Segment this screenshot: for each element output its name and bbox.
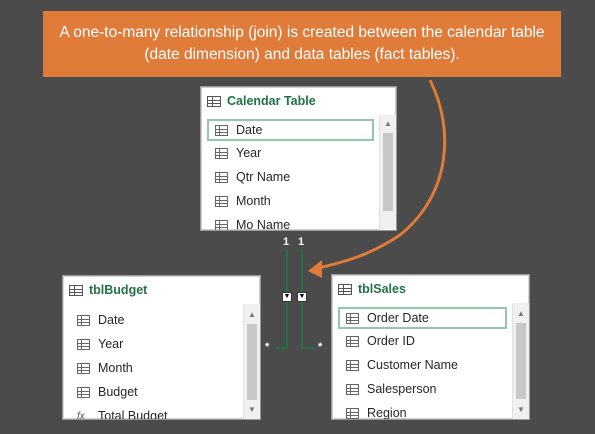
callout-arrow-head (308, 260, 322, 278)
field-date[interactable]: Date (207, 119, 374, 141)
field-order-date[interactable]: Order Date (338, 307, 507, 329)
field-label: Qtr Name (236, 170, 291, 184)
callout-note: A one-to-many relationship (join) is cre… (43, 11, 561, 77)
field-label: Month (98, 361, 133, 375)
column-icon (215, 171, 228, 183)
field-qtr-name[interactable]: Qtr Name (201, 165, 378, 189)
calendar-table-header[interactable]: Calendar Table (201, 87, 396, 115)
filter-direction-icon[interactable]: ▼ (297, 292, 307, 302)
column-icon (346, 383, 359, 395)
scroll-up-icon[interactable]: ▲ (248, 309, 256, 319)
calendar-table-card[interactable]: Calendar Table Date Year Qtr Name Month … (200, 86, 397, 231)
column-icon (215, 195, 228, 207)
relationship-line[interactable] (301, 347, 315, 349)
field-label: Mo Name (236, 218, 291, 230)
sales-table-fields: Order Date Order ID Customer Name Salesp… (332, 305, 511, 419)
scroll-down-icon[interactable]: ▼ (248, 404, 256, 414)
scroll-up-icon[interactable]: ▲ (517, 308, 525, 318)
field-order-id[interactable]: Order ID (332, 329, 511, 353)
field-label: Month (236, 194, 271, 208)
cardinality-one-label: 1 (283, 236, 290, 248)
table-icon (207, 95, 221, 107)
field-customer-name[interactable]: Customer Name (332, 353, 511, 377)
field-salesperson[interactable]: Salesperson (332, 377, 511, 401)
table-icon (69, 284, 83, 296)
calendar-table-fields: Date Year Qtr Name Month Mo Name (201, 117, 378, 230)
calendar-table-title: Calendar Table (227, 94, 316, 108)
budget-table-title: tblBudget (89, 283, 148, 297)
scroll-down-icon[interactable]: ▼ (517, 404, 525, 414)
sales-scrollbar[interactable]: ▲ ▼ (512, 303, 529, 419)
column-icon (77, 314, 90, 326)
field-label: Year (98, 337, 124, 351)
field-label: Order ID (367, 334, 415, 348)
scroll-thumb[interactable] (516, 323, 526, 399)
callout-text: A one-to-many relationship (join) is cre… (59, 24, 545, 63)
measure-icon: fx (77, 410, 85, 420)
column-icon (346, 335, 359, 347)
field-total-budget[interactable]: fx Total Budget (63, 404, 242, 419)
field-budget[interactable]: Budget (63, 380, 242, 404)
field-month[interactable]: Month (201, 189, 378, 213)
table-icon (338, 283, 352, 295)
relationship-line[interactable] (276, 347, 288, 349)
field-month[interactable]: Month (63, 356, 242, 380)
sales-table-title: tblSales (358, 282, 406, 296)
field-label: Date (98, 313, 125, 327)
field-date[interactable]: Date (63, 308, 242, 332)
field-label: Customer Name (367, 358, 458, 372)
cardinality-many-label: * (318, 341, 323, 353)
budget-table-fields: Date Year Month Budget fx Total Budget (63, 308, 242, 419)
field-label: Year (236, 146, 262, 160)
field-label: Budget (98, 385, 138, 399)
budget-table-card[interactable]: tblBudget Date Year Month Budget fx Tota… (62, 275, 261, 420)
field-label: Date (236, 123, 263, 137)
column-icon (215, 219, 228, 230)
scroll-thumb[interactable] (247, 324, 257, 400)
cardinality-many-label: * (265, 341, 270, 353)
column-icon (77, 362, 90, 374)
field-label: Salesperson (367, 382, 437, 396)
field-year[interactable]: Year (63, 332, 242, 356)
field-region[interactable]: Region (332, 401, 511, 419)
column-icon (77, 338, 90, 350)
field-label: Order Date (367, 311, 429, 325)
budget-scrollbar[interactable]: ▲ ▼ (243, 304, 260, 419)
filter-direction-icon[interactable]: ▼ (282, 292, 292, 302)
field-mo-name[interactable]: Mo Name (201, 213, 378, 230)
cardinality-one-label: 1 (298, 236, 305, 248)
column-icon (346, 312, 359, 324)
field-year[interactable]: Year (201, 141, 378, 165)
field-label: Region (367, 406, 407, 419)
calendar-scrollbar[interactable]: ▲ (379, 115, 396, 230)
scroll-thumb[interactable] (383, 133, 393, 211)
column-icon (346, 359, 359, 371)
field-label: Total Budget (98, 409, 168, 419)
column-icon (77, 386, 90, 398)
scroll-up-icon[interactable]: ▲ (384, 118, 392, 128)
sales-table-card[interactable]: tblSales Order Date Order ID Customer Na… (331, 274, 530, 420)
column-icon (215, 147, 228, 159)
column-icon (346, 407, 359, 419)
budget-table-header[interactable]: tblBudget (63, 276, 260, 304)
column-icon (215, 124, 228, 136)
sales-table-header[interactable]: tblSales (332, 275, 529, 303)
